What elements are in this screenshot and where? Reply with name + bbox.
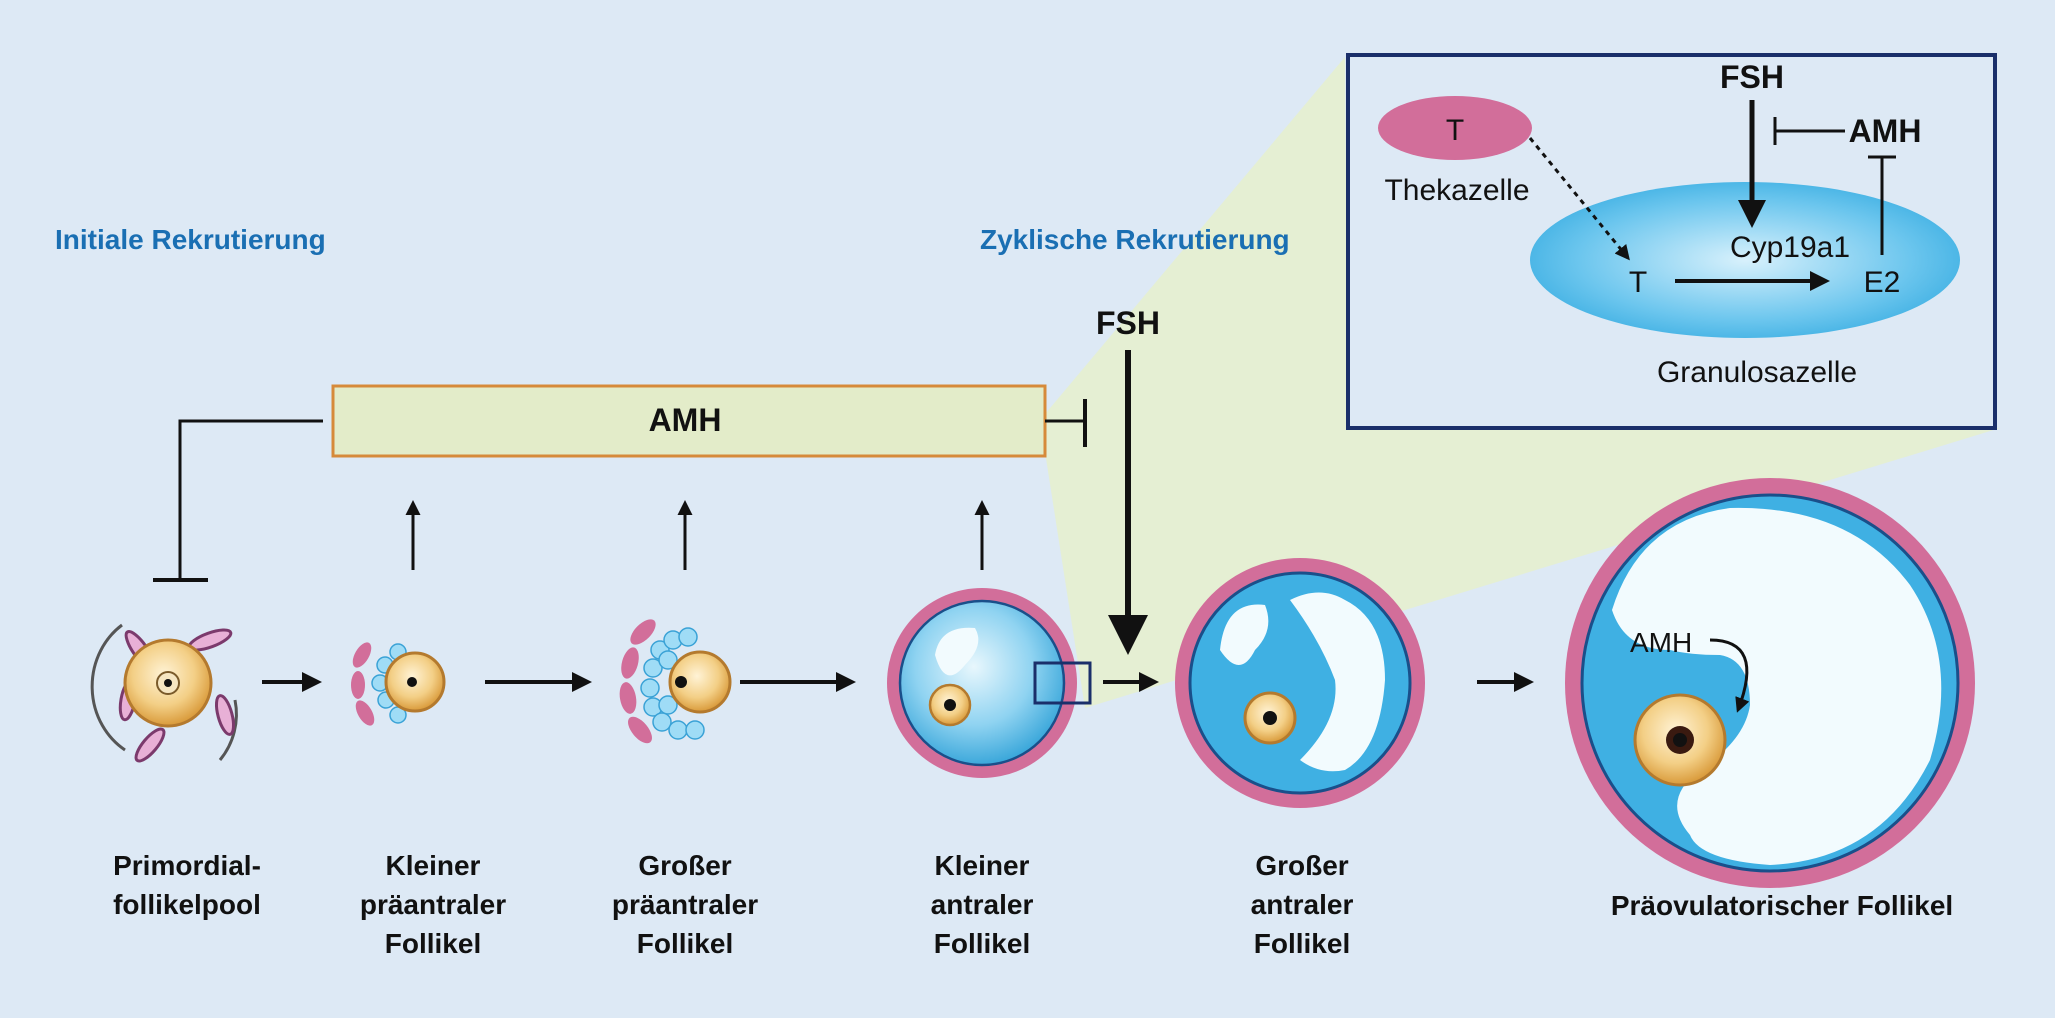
svg-text:Großer: Großer <box>1255 850 1348 881</box>
svg-text:antraler: antraler <box>1251 889 1354 920</box>
initial-recruitment-heading: Initiale Rekrutierung <box>55 224 326 255</box>
stage-label-small-preantral: Kleiner präantraler Follikel <box>360 850 506 959</box>
svg-text:präantraler: präantraler <box>360 889 506 920</box>
small-preantral-follicle <box>351 642 446 726</box>
amh-inhibition-line-primordial <box>178 419 323 580</box>
stage-label-preovulatory: Präovulatorischer Follikel <box>1611 890 1953 921</box>
svg-text:Follikel: Follikel <box>1254 928 1350 959</box>
primordial-follicle-pool <box>90 623 238 763</box>
enzyme-label: Cyp19a1 <box>1730 231 1850 264</box>
granulosa-cell-label: Granulosazelle <box>1657 356 1857 389</box>
granulosa-cell <box>1530 182 1960 338</box>
fsh-main-label: FSH <box>1096 305 1160 341</box>
stage-label-primordial: Primordial- follikelpool <box>113 850 261 920</box>
svg-text:Kleiner: Kleiner <box>935 850 1030 881</box>
granulosa-t-label: T <box>1629 266 1647 299</box>
preovulatory-amh-arrow <box>1709 638 1750 713</box>
svg-text:Primordial-: Primordial- <box>113 850 261 881</box>
theca-cell <box>1378 96 1532 160</box>
inset-fsh-arrowhead <box>1738 200 1766 228</box>
large-antral-follicle <box>1175 558 1425 808</box>
amh-bar <box>331 384 1047 458</box>
stage-label-large-preantral: Großer präantraler Follikel <box>612 850 758 959</box>
svg-text:Großer: Großer <box>638 850 731 881</box>
svg-text:antraler: antraler <box>931 889 1034 920</box>
svg-text:Follikel: Follikel <box>934 928 1030 959</box>
inset-amh-label: AMH <box>1849 113 1922 149</box>
svg-text:Follikel: Follikel <box>385 928 481 959</box>
cyclic-recruitment-heading: Zyklische Rekrutierung <box>980 224 1290 255</box>
stage-label-small-antral: Kleiner antraler Follikel <box>931 850 1034 959</box>
preovulatory-amh-label: AMH <box>1630 627 1692 658</box>
inset-panel: T Thekazelle FSH AMH Cyp19a1 T E2 Granul… <box>1346 53 1997 430</box>
preovulatory-follicle <box>1565 478 1975 888</box>
fsh-main-arrowhead <box>1108 615 1148 655</box>
inset-fsh-label: FSH <box>1720 59 1784 95</box>
svg-text:Kleiner: Kleiner <box>386 850 481 881</box>
theca-cell-label: Thekazelle <box>1384 174 1529 207</box>
stage-label-large-antral: Großer antraler Follikel <box>1251 850 1354 959</box>
amh-bar-label: AMH <box>649 402 722 438</box>
svg-text:Präovulatorischer Follikel: Präovulatorischer Follikel <box>1611 890 1953 921</box>
small-antral-follicle <box>887 588 1092 778</box>
svg-text:Follikel: Follikel <box>637 928 733 959</box>
large-preantral-follicle <box>619 619 732 744</box>
theca-t-label: T <box>1446 114 1464 147</box>
svg-text:follikelpool: follikelpool <box>113 889 261 920</box>
zoom-box <box>1033 661 1092 705</box>
e2-label: E2 <box>1864 266 1901 299</box>
svg-text:präantraler: präantraler <box>612 889 758 920</box>
zoom-wedge <box>1040 57 2000 708</box>
